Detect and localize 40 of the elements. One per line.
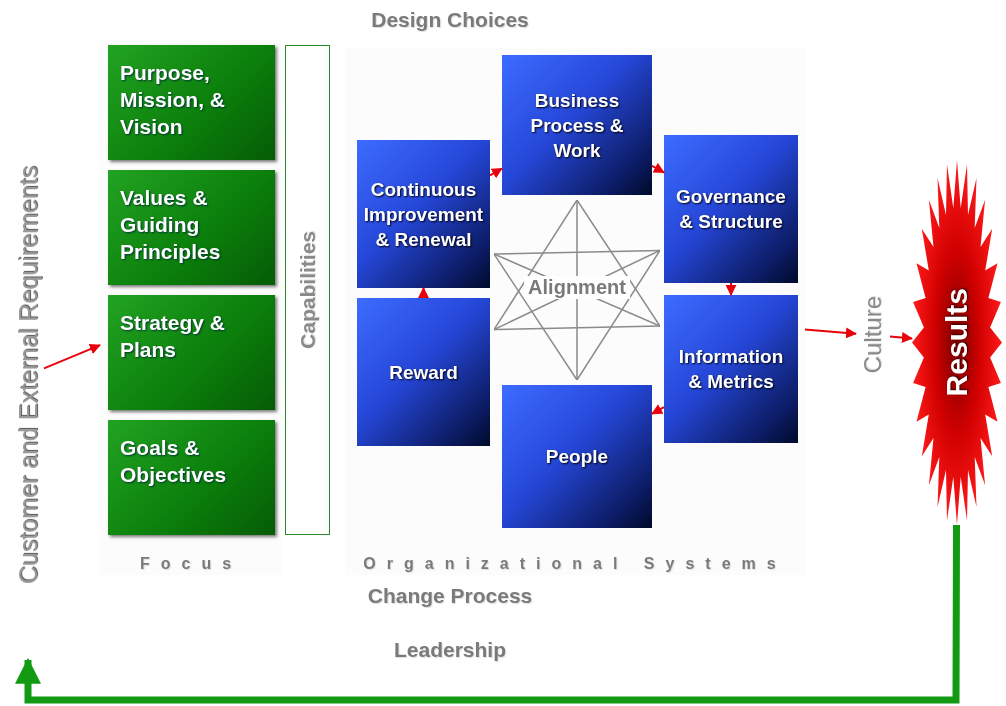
arrow [804, 327, 857, 339]
note-text: Design Choices [371, 8, 529, 32]
vertical-label: Results [940, 288, 974, 397]
arrow [651, 162, 665, 174]
arrow [889, 332, 913, 344]
system-box [357, 298, 490, 446]
vertical-label: Capabilities [295, 231, 320, 349]
system-box [502, 385, 652, 528]
vertical-label: Customer and External Requirements [13, 165, 43, 585]
process-box [108, 295, 275, 410]
box-label: Continuous Improvement & Renewal [363, 177, 484, 252]
box-label: People [545, 445, 609, 469]
arrow [725, 282, 737, 296]
note-text: Change Process [367, 584, 533, 608]
box-label: Business Process & Work [529, 88, 625, 163]
vertical-label: Culture [859, 296, 887, 374]
process-box [108, 420, 275, 535]
arrow [651, 404, 665, 415]
box-label: Reward [389, 360, 458, 385]
group-caption: Focus [138, 555, 244, 573]
process-box [108, 45, 275, 160]
note-text: Leadership [394, 638, 506, 662]
arrow [15, 525, 960, 704]
arrow [418, 287, 429, 299]
system-box [357, 140, 490, 288]
box-label: Strategy & Plans [120, 310, 227, 363]
process-box [108, 170, 275, 285]
capabilities-bar [285, 45, 330, 535]
system-box [502, 55, 652, 195]
box-label: Purpose, Mission, & Vision [120, 60, 226, 140]
box-label: Governance & Structure [675, 185, 787, 234]
box-label: Values & Guiding Principles [120, 185, 222, 265]
box-label: Goals & Objectives [120, 435, 228, 488]
arrow [43, 344, 101, 370]
system-box [664, 295, 798, 443]
center-label: Alignment [524, 276, 630, 299]
group-caption: Organizational Systems [362, 555, 788, 573]
system-box [664, 135, 798, 283]
arrow [489, 167, 503, 179]
box-label: Information & Metrics [677, 345, 785, 394]
